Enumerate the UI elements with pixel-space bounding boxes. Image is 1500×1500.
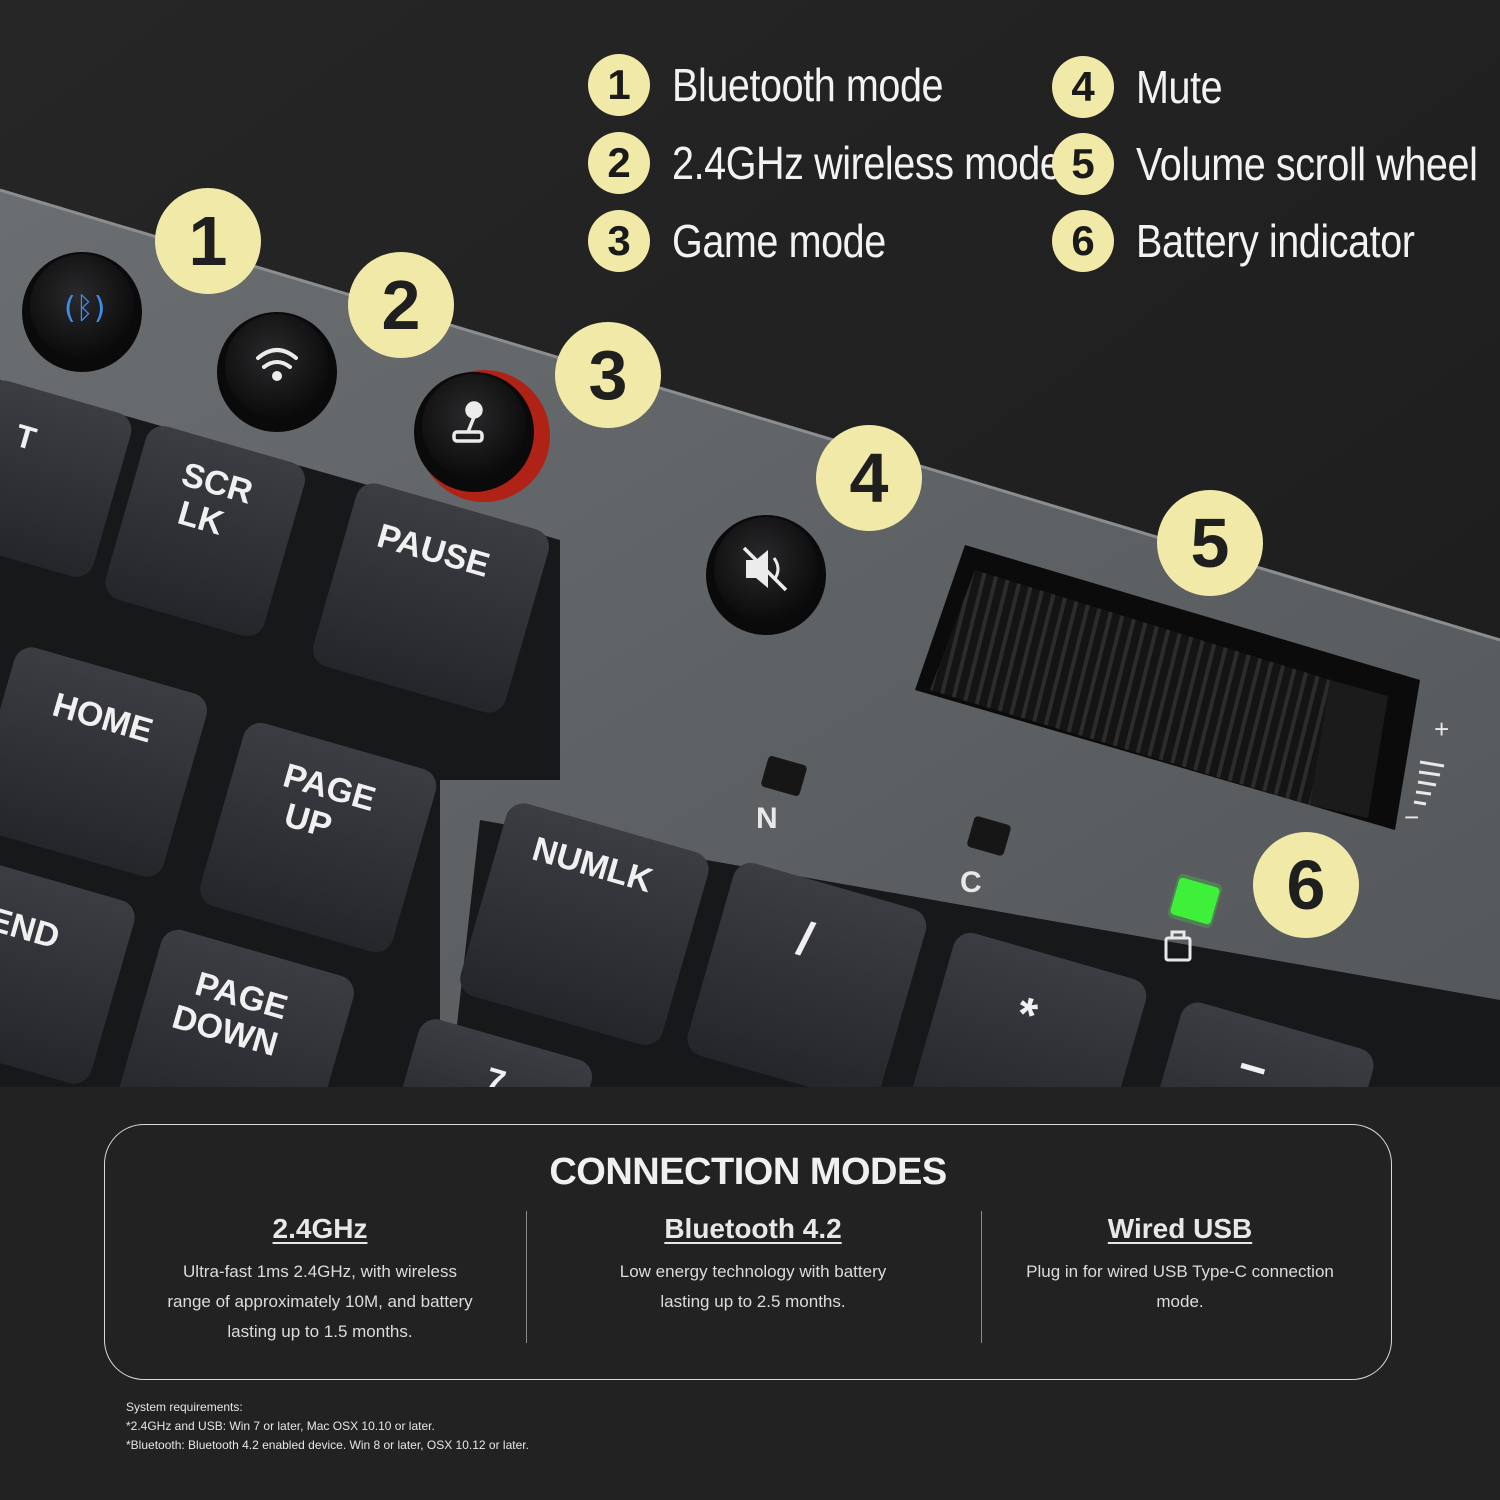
- mode-description: Low energy technology with battery lasti…: [557, 1257, 949, 1317]
- key-home[interactable]: [0, 643, 211, 881]
- key-numpad-star[interactable]: [906, 929, 1151, 1087]
- mode-wired-usb: Wired USB Plug in for wired USB Type-C c…: [1005, 1213, 1355, 1317]
- caps-lock-label: C: [960, 866, 982, 899]
- legend-badge: 6: [1052, 210, 1114, 272]
- mode-description-line: Plug in for wired USB Type-C connection: [1026, 1262, 1334, 1281]
- callout-6: 6: [1253, 832, 1359, 938]
- system-requirements-line: *Bluetooth: Bluetooth 4.2 enabled device…: [126, 1438, 529, 1452]
- mode-description-line: Low energy technology with battery: [619, 1262, 887, 1281]
- mode-description: Ultra-fast 1ms 2.4GHz, with wireless ran…: [127, 1257, 513, 1347]
- mode-description-line: range of approximately 10M, and battery: [167, 1292, 473, 1311]
- key-scroll-lock[interactable]: [101, 422, 309, 641]
- system-requirements-line: *2.4GHz and USB: Win 7 or later, Mac OSX…: [126, 1419, 435, 1433]
- key-pause[interactable]: [309, 479, 554, 717]
- key-partial[interactable]: [0, 376, 136, 581]
- num-lock-indicator: N: [756, 756, 807, 835]
- wifi-icon: [256, 348, 298, 381]
- callout-1: 1: [155, 188, 261, 294]
- mode-description-line: lasting up to 1.5 months.: [227, 1322, 413, 1341]
- bluetooth-icon: (ᛒ): [64, 291, 105, 326]
- key-numlock[interactable]: [456, 799, 713, 1049]
- key-numpad-minus[interactable]: [1139, 998, 1378, 1087]
- keycaps: T SCR LK PAUSE HOME PAGE UP END PAGE DOW…: [0, 376, 1378, 1087]
- volume-minus-label: −: [1404, 802, 1419, 832]
- battery-icon: [1164, 930, 1192, 962]
- legend-badge: 5: [1052, 133, 1114, 195]
- game-mode-button[interactable]: [414, 370, 550, 502]
- mode-description-line: lasting up to 2.5 months.: [660, 1292, 846, 1311]
- mode-heading: Wired USB: [1107, 1213, 1253, 1244]
- legend-label: Bluetooth mode: [672, 59, 944, 111]
- mode-bluetooth: Bluetooth 4.2 Low energy technology with…: [557, 1213, 949, 1317]
- legend-item-battery: 6 Battery indicator: [1052, 210, 1460, 272]
- system-requirements-title: System requirements:: [126, 1400, 243, 1414]
- key-page-down[interactable]: [114, 926, 359, 1087]
- callout-5: 5: [1157, 490, 1263, 596]
- legend-item-game-mode: 3 Game mode: [588, 210, 921, 272]
- callout-2: 2: [348, 252, 454, 358]
- column-divider: [981, 1211, 982, 1343]
- bluetooth-button[interactable]: (ᛒ): [22, 252, 142, 372]
- mute-icon: [742, 546, 788, 592]
- mode-description-line: Ultra-fast 1ms 2.4GHz, with wireless: [183, 1262, 457, 1281]
- wireless-button[interactable]: [217, 312, 337, 432]
- key-end[interactable]: [0, 856, 139, 1087]
- volume-level-icon: [1413, 760, 1445, 806]
- legend-item-bluetooth: 1 Bluetooth mode: [588, 54, 987, 116]
- num-lock-label: N: [756, 802, 778, 835]
- legend-label: Game mode: [672, 215, 886, 267]
- legend-item-wireless: 2 2.4GHz wireless mode: [588, 132, 1125, 194]
- key-numpad-slash[interactable]: [683, 859, 930, 1087]
- keyboard-photo: T SCR LK PAUSE HOME PAGE UP END PAGE DOW…: [0, 0, 1500, 1087]
- mode-heading: 2.4GHz: [272, 1213, 368, 1244]
- legend-badge: 1: [588, 54, 650, 116]
- joystick-icon: [452, 401, 484, 443]
- battery-indicator: [1164, 873, 1223, 962]
- callout-3: 3: [555, 322, 661, 428]
- mode-description-line: mode.: [1156, 1292, 1204, 1311]
- mode-description: Plug in for wired USB Type-C connection …: [1005, 1257, 1355, 1317]
- system-requirements: System requirements: *2.4GHz and USB: Wi…: [126, 1398, 529, 1455]
- legend-badge: 3: [588, 210, 650, 272]
- mute-button[interactable]: [706, 515, 826, 635]
- volume-scale: + −: [1404, 714, 1449, 832]
- legend-label: 2.4GHz wireless mode: [672, 137, 1062, 189]
- callout-4: 4: [816, 425, 922, 531]
- mode-2-4ghz: 2.4GHz Ultra-fast 1ms 2.4GHz, with wirel…: [127, 1213, 513, 1347]
- key-numpad-7[interactable]: [390, 1015, 596, 1087]
- legend-badge: 2: [588, 132, 650, 194]
- connection-modes-title: CONNECTION MODES: [549, 1151, 947, 1193]
- volume-scroll-wheel[interactable]: [915, 545, 1420, 830]
- key-page-up[interactable]: [196, 719, 441, 957]
- column-divider: [526, 1211, 527, 1343]
- legend-label: Mute: [1136, 61, 1223, 113]
- caps-lock-indicator: C: [960, 816, 1011, 899]
- connection-modes-panel: CONNECTION MODES 2.4GHz Ultra-fast 1ms 2…: [104, 1124, 1392, 1380]
- legend-label: Battery indicator: [1136, 215, 1415, 267]
- mode-heading: Bluetooth 4.2: [664, 1213, 842, 1244]
- legend-label: Volume scroll wheel: [1136, 138, 1478, 190]
- legend-item-volume: 5 Volume scroll wheel: [1052, 133, 1500, 195]
- volume-plus-label: +: [1434, 714, 1449, 744]
- legend-badge: 4: [1052, 56, 1114, 118]
- legend-item-mute: 4 Mute: [1052, 56, 1236, 118]
